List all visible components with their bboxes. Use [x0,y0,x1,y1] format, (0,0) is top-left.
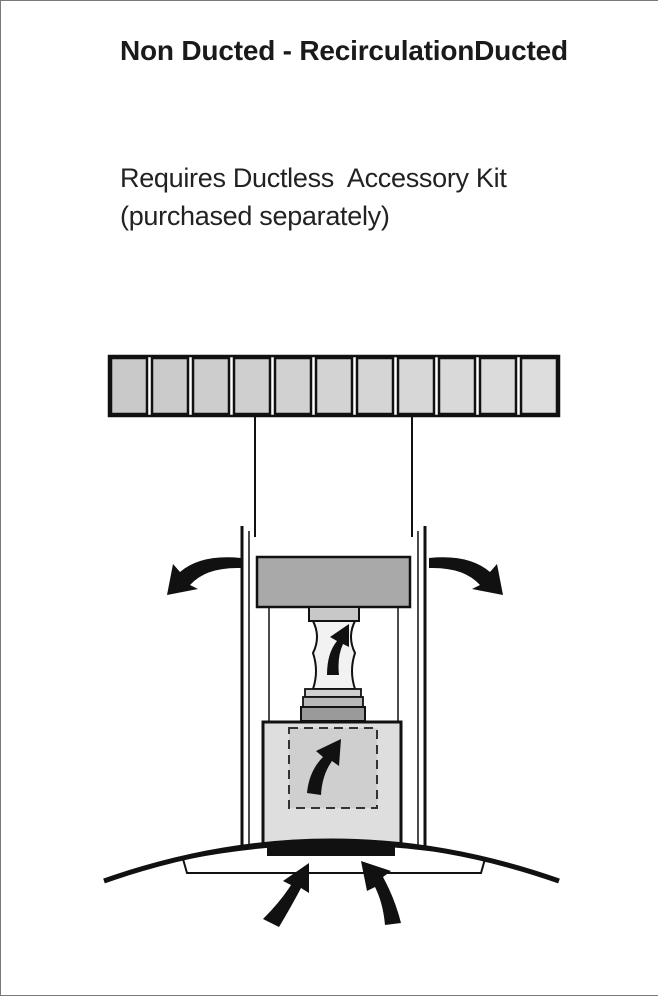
note-line-2: (purchased separately) [120,201,390,231]
figure-title: Non Ducted - RecirculationDucted [120,35,568,66]
filter-cell [519,356,559,416]
curved-arrow-icon [263,863,309,927]
upper-chimney [254,416,413,537]
filter-cell [478,356,518,416]
lower-chimney [240,526,427,849]
motor-plate [255,555,412,609]
lower-collar [300,688,366,722]
curved-arrow-icon [429,557,503,595]
filter-cell [191,356,231,416]
filter-cell [150,356,190,416]
curved-arrow-icon [167,557,241,595]
note-line-1: Requires Ductless Accessory Kit [120,163,507,193]
upper-collar [308,606,360,622]
hood-canopy-bottom [182,858,486,874]
hood-outer-curve [103,838,560,884]
grease-filter [267,846,395,856]
recirculation-filter-block [107,354,561,418]
duct-connector [268,608,399,723]
curved-arrow-icon [327,624,349,675]
filter-cell [314,356,354,416]
filter-cell [396,356,436,416]
accessory-note: Requires Ductless Accessory Kit (purchas… [120,159,507,235]
filter-cell [232,356,272,416]
filter-cell [273,356,313,416]
filter-cell [437,356,477,416]
curved-arrow-icon [361,861,401,925]
filter-cell [355,356,395,416]
blower-inner [288,727,378,809]
curved-arrow-icon [307,739,341,795]
filter-cell [109,356,149,416]
